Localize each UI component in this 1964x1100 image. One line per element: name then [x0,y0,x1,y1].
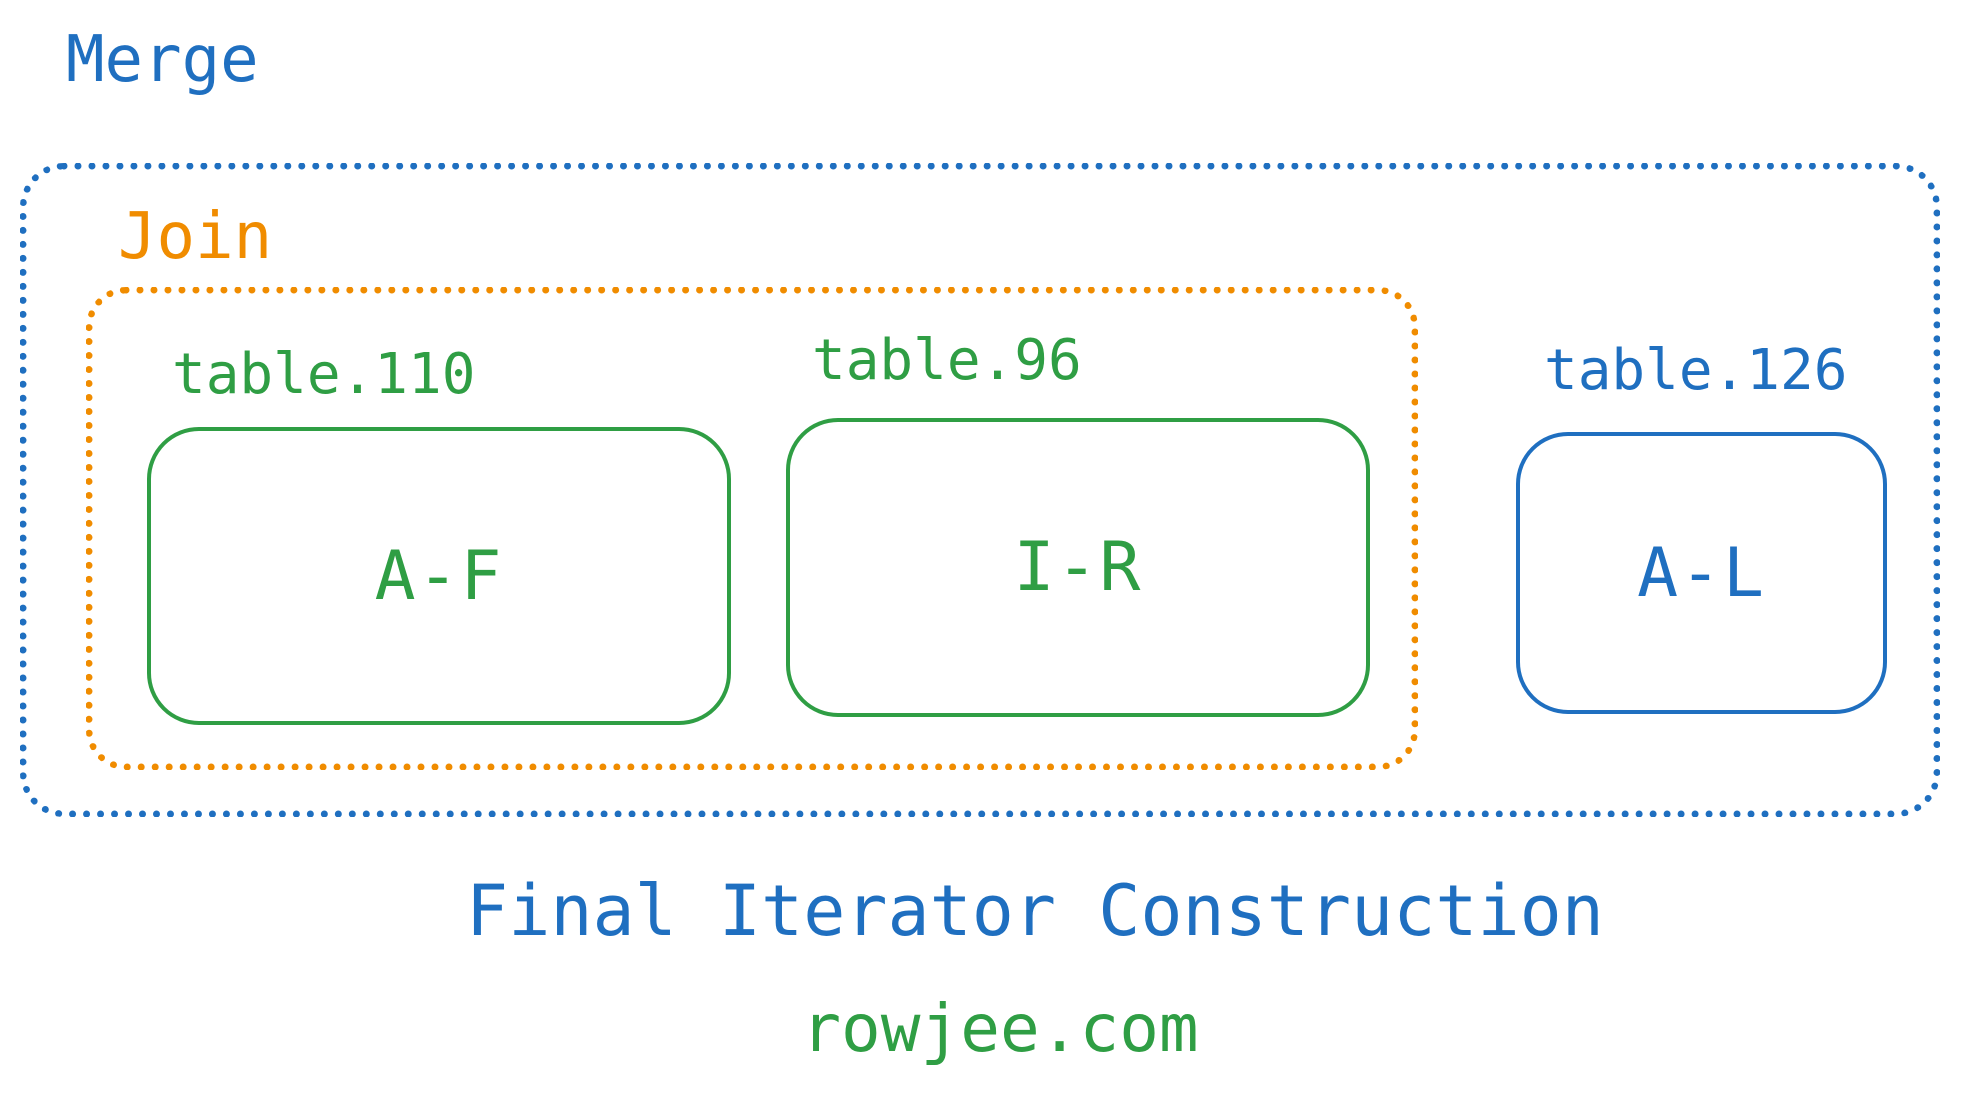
table-126-range: A-L [1637,533,1766,613]
table-96-box: I-R [786,418,1370,717]
merge-group-frame [20,163,1940,817]
table-96-label: table.96 [812,328,1082,393]
table-110-box: A-F [147,427,731,725]
merge-label: Merge [66,23,259,97]
table-96-range: I-R [1013,528,1143,607]
join-group-frame [86,287,1418,770]
table-110-range: A-F [374,536,504,616]
join-label: Join [118,200,273,274]
site-credit: rowjee.com [801,990,1199,1067]
diagram-caption: Final Iterator Construction [466,870,1604,952]
table-110-label: table.110 [172,342,476,407]
table-126-label: table.126 [1544,338,1848,403]
table-126-box: A-L [1516,432,1887,714]
